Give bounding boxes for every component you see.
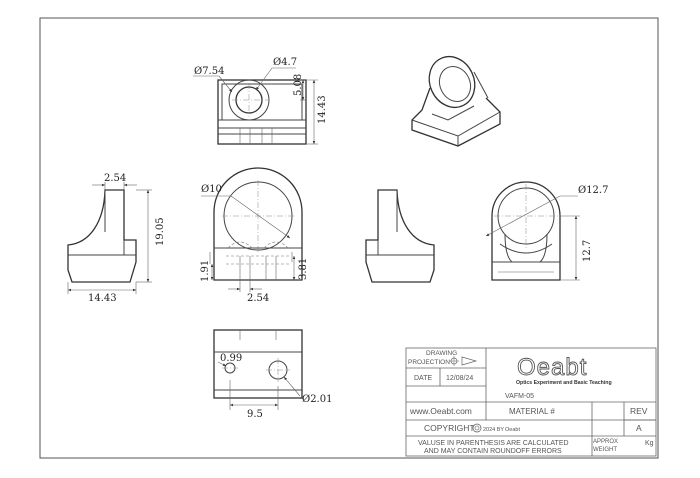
drawing-label: DRAWING — [426, 350, 457, 357]
rev-label: REV — [630, 406, 648, 416]
top-inner-dia-label: Ø4.7 — [273, 57, 297, 68]
company-subtitle: Optics Experiment and Basic Teaching — [516, 380, 612, 386]
weight-unit: Kg — [645, 440, 654, 447]
copyright-year: 2024 BY — [483, 427, 504, 433]
front-right-small-label: 3.81 — [298, 258, 309, 280]
top-height-b-label: 14.43 — [317, 95, 328, 124]
top-outer-dia-label: Ø7.54 — [194, 66, 224, 77]
projection-symbol-icon — [449, 356, 478, 366]
copyright-icon — [472, 423, 482, 433]
company-logo: Oeabt — [517, 354, 587, 381]
bottom-width-label: 9.5 — [247, 409, 263, 420]
part-number: VAFM-05 — [505, 393, 534, 400]
front-bottom-label: 2.54 — [247, 293, 269, 304]
rear-view — [485, 181, 580, 281]
isometric-view — [411, 56, 501, 147]
side-view-left — [67, 182, 152, 294]
title-block — [405, 347, 657, 457]
copyright-owner: Oeabt — [505, 427, 520, 433]
bottom-view — [213, 329, 303, 410]
side-view-right — [365, 189, 435, 283]
rear-dia-label: Ø12.7 — [578, 185, 608, 196]
side-height-label: 19.05 — [155, 217, 166, 246]
top-height-a-label: 5.08 — [293, 74, 304, 96]
front-view — [201, 167, 303, 292]
note-line-1: VALUSE IN PARENTHESIS ARE CALCULATED — [418, 440, 569, 447]
projection-label: PROJECTION — [408, 359, 450, 366]
material-label: MATERIAL # — [509, 407, 555, 416]
date-value: 12/08/24 — [446, 375, 473, 382]
drawing-border — [39, 17, 659, 459]
note-line-2: AND MAY CONTAIN ROUNDOFF ERRORS — [424, 448, 562, 455]
side-base-width-label: 14.43 — [88, 293, 117, 304]
date-label: DATE — [414, 375, 432, 382]
website-label: www.Oeabt.com — [409, 406, 472, 416]
bottom-hole-label: Ø2.01 — [302, 394, 332, 405]
weight-label: WEIGHT — [593, 447, 617, 453]
rear-height-label: 12.7 — [582, 240, 593, 262]
bottom-small-label: 0.99 — [220, 353, 242, 364]
side-width-top-label: 2.54 — [104, 173, 126, 184]
top-view — [193, 67, 318, 145]
approx-label: APPROX — [593, 439, 618, 445]
rev-value: A — [636, 423, 642, 433]
front-dia-label: Ø10 — [201, 184, 222, 195]
copyright-label: COPYRIGHT — [424, 423, 475, 433]
front-left-small-label: 1.91 — [200, 260, 211, 282]
